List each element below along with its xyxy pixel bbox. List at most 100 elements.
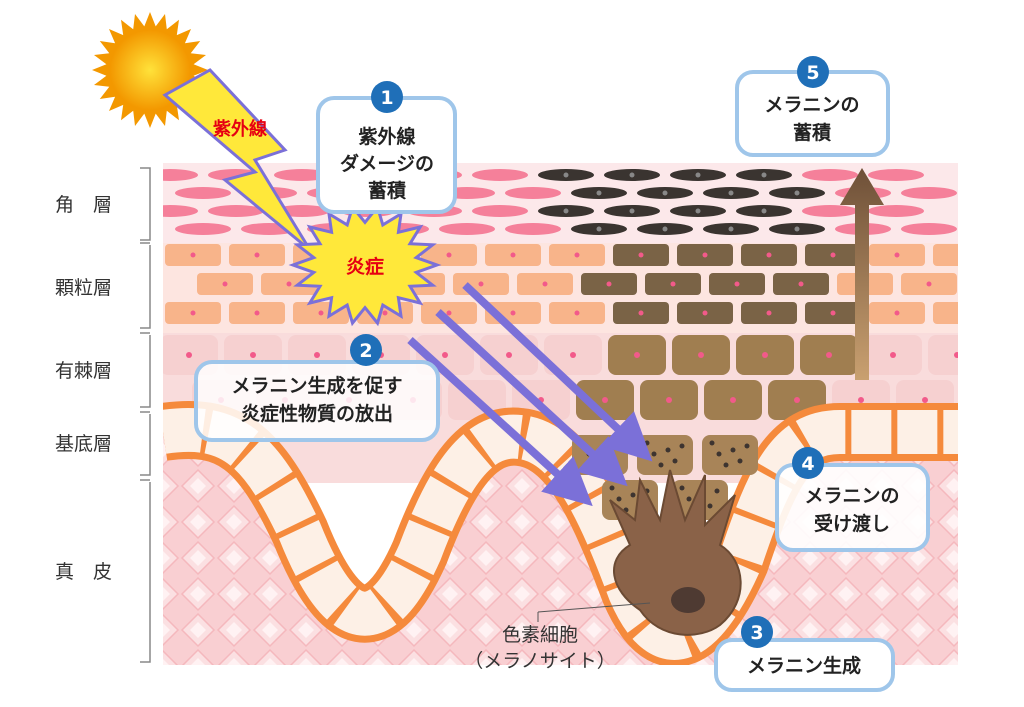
melanin-granule — [609, 485, 615, 491]
step-text: メラニンの — [764, 94, 859, 116]
melanin-granule — [616, 496, 622, 502]
step-1-callout: 1 紫外線 ダメージの 蓄積 — [316, 81, 457, 214]
cell-nucleus — [894, 252, 900, 258]
cell-nucleus — [446, 252, 452, 258]
melanin-granule — [707, 503, 713, 509]
cell-nucleus — [794, 397, 800, 403]
melanin-granule — [695, 208, 701, 214]
cell-nucleus — [890, 352, 896, 358]
cell-nucleus — [606, 281, 612, 287]
cell-nucleus — [959, 311, 964, 316]
cell-nucleus — [702, 310, 708, 316]
step-text: ダメージの — [340, 152, 434, 175]
corneum-cell — [175, 223, 231, 235]
step-text: 炎症性物質の放出 — [241, 402, 393, 425]
step-text: 受け渡し — [814, 512, 890, 535]
corneum-cell — [802, 169, 858, 181]
corneum-cell — [163, 169, 198, 181]
melanin-granule — [614, 443, 620, 449]
melanin-granule — [728, 226, 734, 232]
step-text: 紫外線 — [358, 125, 415, 148]
cell-nucleus — [798, 281, 804, 287]
cell-nucleus — [506, 352, 512, 358]
melanin-granule — [651, 451, 657, 457]
cell-nucleus — [314, 352, 320, 358]
melanocyte-label-sub: （メラノサイト） — [464, 650, 616, 672]
cell-nucleus — [570, 352, 576, 358]
melanin-granule — [600, 447, 606, 453]
cell-nucleus — [190, 310, 196, 316]
step-number: 1 — [380, 87, 393, 109]
melanin-cell — [702, 435, 758, 475]
melanin-granule — [662, 226, 668, 232]
step-5-callout: 5 メラニンの 蓄積 — [735, 56, 890, 157]
cell-nucleus — [766, 252, 772, 258]
melanin-granule — [709, 440, 715, 446]
melanin-cell — [637, 435, 693, 475]
cell-nucleus — [254, 310, 260, 316]
corneum-cell — [802, 205, 858, 217]
layer-label-granular: 顆粒層 — [55, 277, 112, 299]
corneum-cell — [868, 205, 924, 217]
cell-nucleus — [954, 352, 958, 358]
granular-cell — [933, 244, 958, 266]
melanin-granule — [686, 496, 692, 502]
cell-nucleus — [894, 310, 900, 316]
cell-nucleus — [542, 281, 548, 287]
melanin-upward-arrow — [840, 168, 884, 380]
cell-nucleus — [730, 397, 736, 403]
melanin-granule — [630, 492, 636, 498]
corneum-cell — [208, 205, 264, 217]
melanin-granule — [761, 172, 767, 178]
melanin-granule — [730, 447, 736, 453]
cell-nucleus — [602, 397, 608, 403]
melanin-granule — [658, 462, 664, 468]
cell-nucleus — [959, 253, 964, 258]
uv-label: 紫外線 — [213, 118, 267, 140]
step-text: メラニン生成を促す — [231, 374, 402, 397]
cell-nucleus — [382, 310, 388, 316]
melanin-granule — [679, 485, 685, 491]
cell-nucleus — [574, 310, 580, 316]
cell-nucleus — [766, 310, 772, 316]
cell-nucleus — [634, 352, 640, 358]
melanin-granule — [737, 458, 743, 464]
corneum-cell — [505, 223, 561, 235]
cell-nucleus — [858, 397, 864, 403]
uv-lightning-icon — [162, 68, 312, 252]
cell-nucleus — [702, 252, 708, 258]
corneum-cell — [163, 205, 198, 217]
cell-nucleus — [826, 352, 832, 358]
corneum-cell — [472, 169, 528, 181]
inflammatory-substance-arrows — [407, 282, 653, 507]
melanin-granule — [761, 208, 767, 214]
corneum-cell — [175, 187, 231, 199]
step-number: 5 — [806, 62, 819, 84]
cell-nucleus — [922, 397, 928, 403]
cell-nucleus — [478, 281, 484, 287]
melanin-granule — [714, 488, 720, 494]
melanin-granule — [728, 190, 734, 196]
step-number: 2 — [359, 340, 372, 362]
cell-nucleus — [638, 252, 644, 258]
cell-nucleus — [222, 281, 228, 287]
cell-nucleus — [186, 352, 192, 358]
cell-nucleus — [698, 352, 704, 358]
melanin-granule — [662, 190, 668, 196]
melanin-granule — [596, 190, 602, 196]
spinous-cell — [928, 335, 958, 375]
cell-nucleus — [318, 310, 324, 316]
step-number: 4 — [801, 453, 814, 475]
dermis — [163, 437, 958, 665]
layer-label-corneum: 角 層 — [55, 194, 112, 216]
cell-nucleus — [442, 352, 448, 358]
melanin-granule — [644, 440, 650, 446]
cell-nucleus — [926, 281, 932, 287]
melanin-granule — [665, 447, 671, 453]
corneum-cell — [472, 205, 528, 217]
step-text: 蓄積 — [368, 179, 406, 202]
step-3-callout: 3 メラニン生成 — [714, 616, 895, 692]
cell-nucleus — [286, 281, 292, 287]
layer-label-basal: 基底層 — [55, 433, 112, 455]
